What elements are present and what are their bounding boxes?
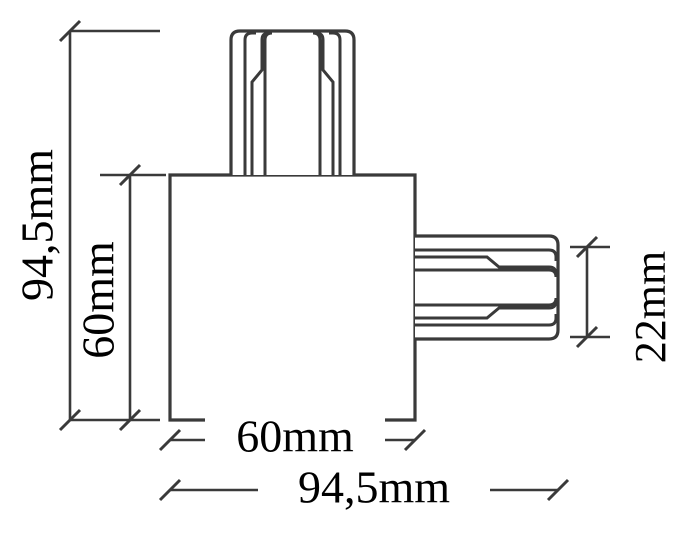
- top-arm-right-rib-inner: [312, 31, 322, 175]
- tick-slash-right-body-width: [403, 428, 427, 452]
- dimension-arm-width: 22mm: [570, 235, 675, 363]
- dim-label-overall-height: 94,5mm: [12, 149, 63, 301]
- top-arm-left-rib-inner: [263, 31, 273, 175]
- body-square-outline: [168, 173, 417, 422]
- part-outline-group: [168, 29, 560, 422]
- dimension-overall-height: 94,5mm: [12, 19, 160, 432]
- right-arm-outer-shell: [415, 234, 560, 341]
- top-arm-outer-shell: [229, 29, 356, 175]
- tick-slash-top-overall-height: [58, 19, 82, 43]
- tick-slash-left-body-width: [158, 428, 182, 452]
- label-mask-body-width: [205, 418, 385, 462]
- right-arm-top-rib-outer: [415, 248, 558, 261]
- dimension-body-width: 60mm: [158, 411, 427, 462]
- dimension-overall-width: 94,5mm: [158, 462, 570, 514]
- tick-slash-bottom-body-height: [118, 408, 142, 432]
- dim-label-arm-width: 22mm: [626, 251, 675, 363]
- dim-label-body-width: 60mm: [236, 411, 354, 462]
- top-arm-left-rib-outer: [243, 31, 256, 175]
- right-arm-top-rib-inner: [415, 268, 558, 278]
- tick-slash-bottom-overall-height: [58, 408, 82, 432]
- dim-label-body-height: 60mm: [73, 241, 124, 359]
- dim-label-overall-width: 94,5mm: [298, 462, 450, 513]
- label-mask-overall-width: [258, 466, 490, 514]
- tick-slash-top-arm-width: [575, 235, 599, 259]
- tick-slash-left-overall-width: [158, 478, 182, 502]
- right-arm-bottom-rib-inner: [415, 297, 558, 307]
- tick-slash-top-body-height: [118, 163, 142, 187]
- tick-slash-bottom-arm-width: [575, 325, 599, 349]
- dimension-body-height: 60mm: [73, 163, 166, 432]
- tick-slash-right-overall-width: [546, 478, 570, 502]
- top-arm-right-rib-outer: [329, 31, 342, 175]
- right-arm-bottom-rib-outer: [415, 314, 558, 327]
